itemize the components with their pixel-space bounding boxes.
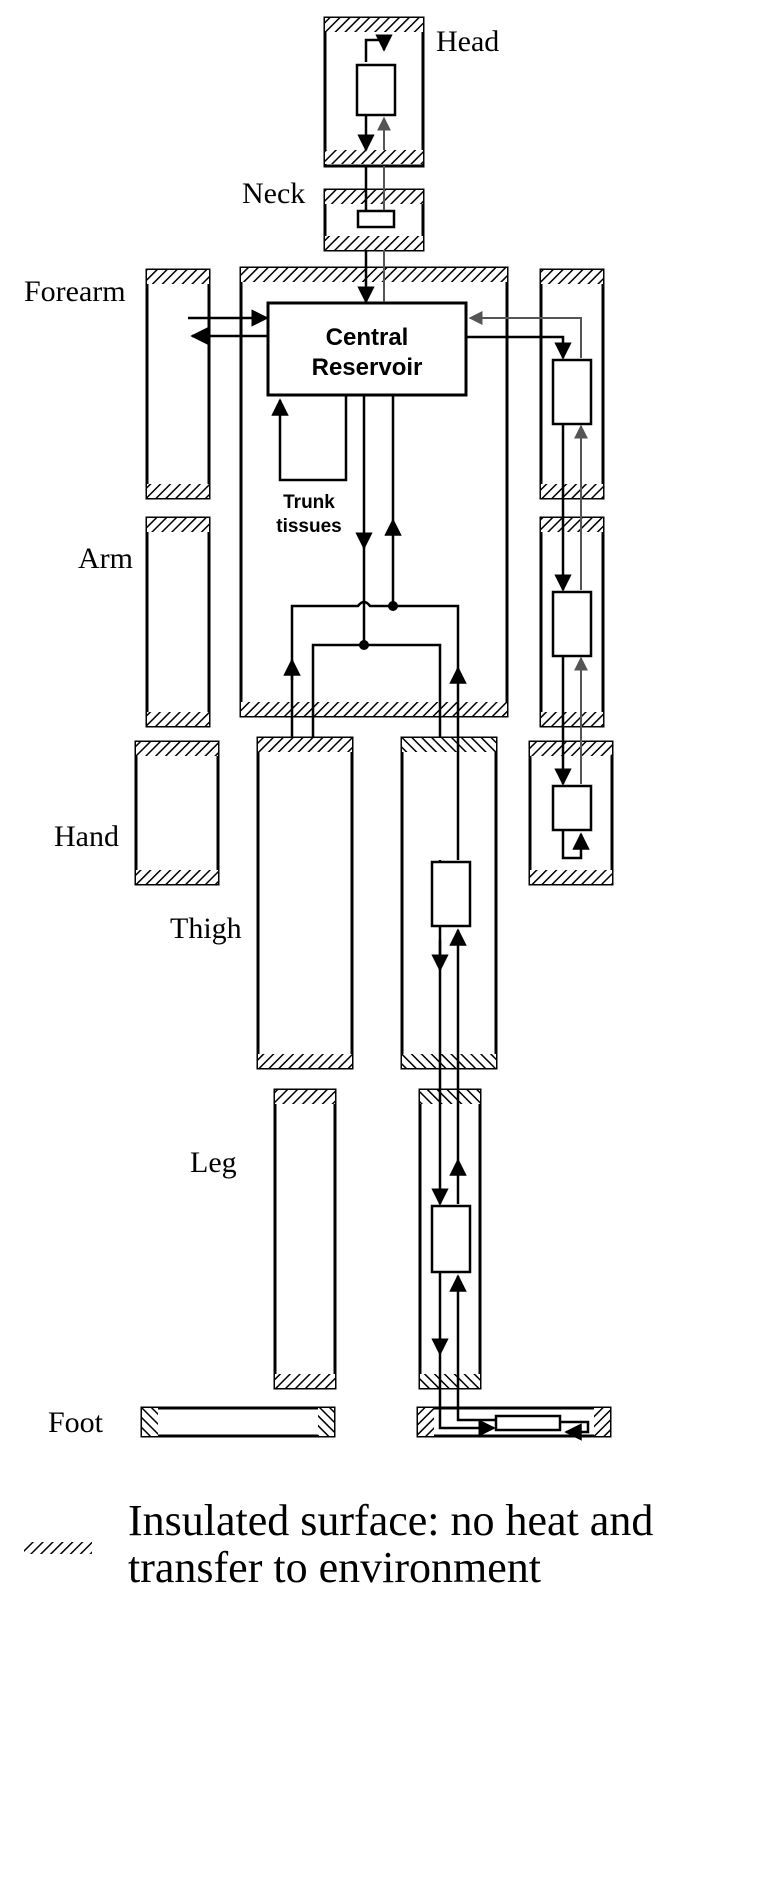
label-head: Head xyxy=(436,25,499,58)
label-hand: Hand xyxy=(54,820,119,853)
legend: Insulated surface: no heat and transfer … xyxy=(24,1496,653,1592)
legend-line2: transfer to environment xyxy=(128,1543,541,1592)
leg-left-segment xyxy=(273,1088,337,1390)
forearm-right-segment xyxy=(539,268,605,500)
arm-left-segment xyxy=(145,516,211,728)
hand-right-segment xyxy=(528,740,614,886)
arm-right-segment xyxy=(539,516,605,728)
central-reservoir-line1: Central xyxy=(326,324,409,351)
legend-line1: Insulated surface: no heat and xyxy=(128,1496,653,1545)
head-segment xyxy=(323,16,425,168)
label-thigh: Thigh xyxy=(170,912,242,945)
legend-hatch-swatch xyxy=(24,1542,92,1554)
hand-left-segment xyxy=(134,740,220,886)
trunk-tissues-line1: Trunk xyxy=(283,492,335,513)
label-arm: Arm xyxy=(78,542,133,575)
label-neck: Neck xyxy=(242,177,305,210)
label-forearm: Forearm xyxy=(24,275,126,308)
thigh-left-segment xyxy=(256,736,354,1070)
neck-segment xyxy=(323,166,425,252)
central-reservoir-line2: Reservoir xyxy=(312,354,423,381)
foot-left-segment xyxy=(140,1406,336,1438)
trunk-tissues-line2: tissues xyxy=(276,516,341,537)
label-foot: Foot xyxy=(48,1406,104,1439)
label-leg: Leg xyxy=(190,1146,237,1179)
thigh-right-segment xyxy=(400,736,498,1070)
forearm-left-segment xyxy=(145,268,211,500)
leg-right-segment xyxy=(418,1088,482,1390)
